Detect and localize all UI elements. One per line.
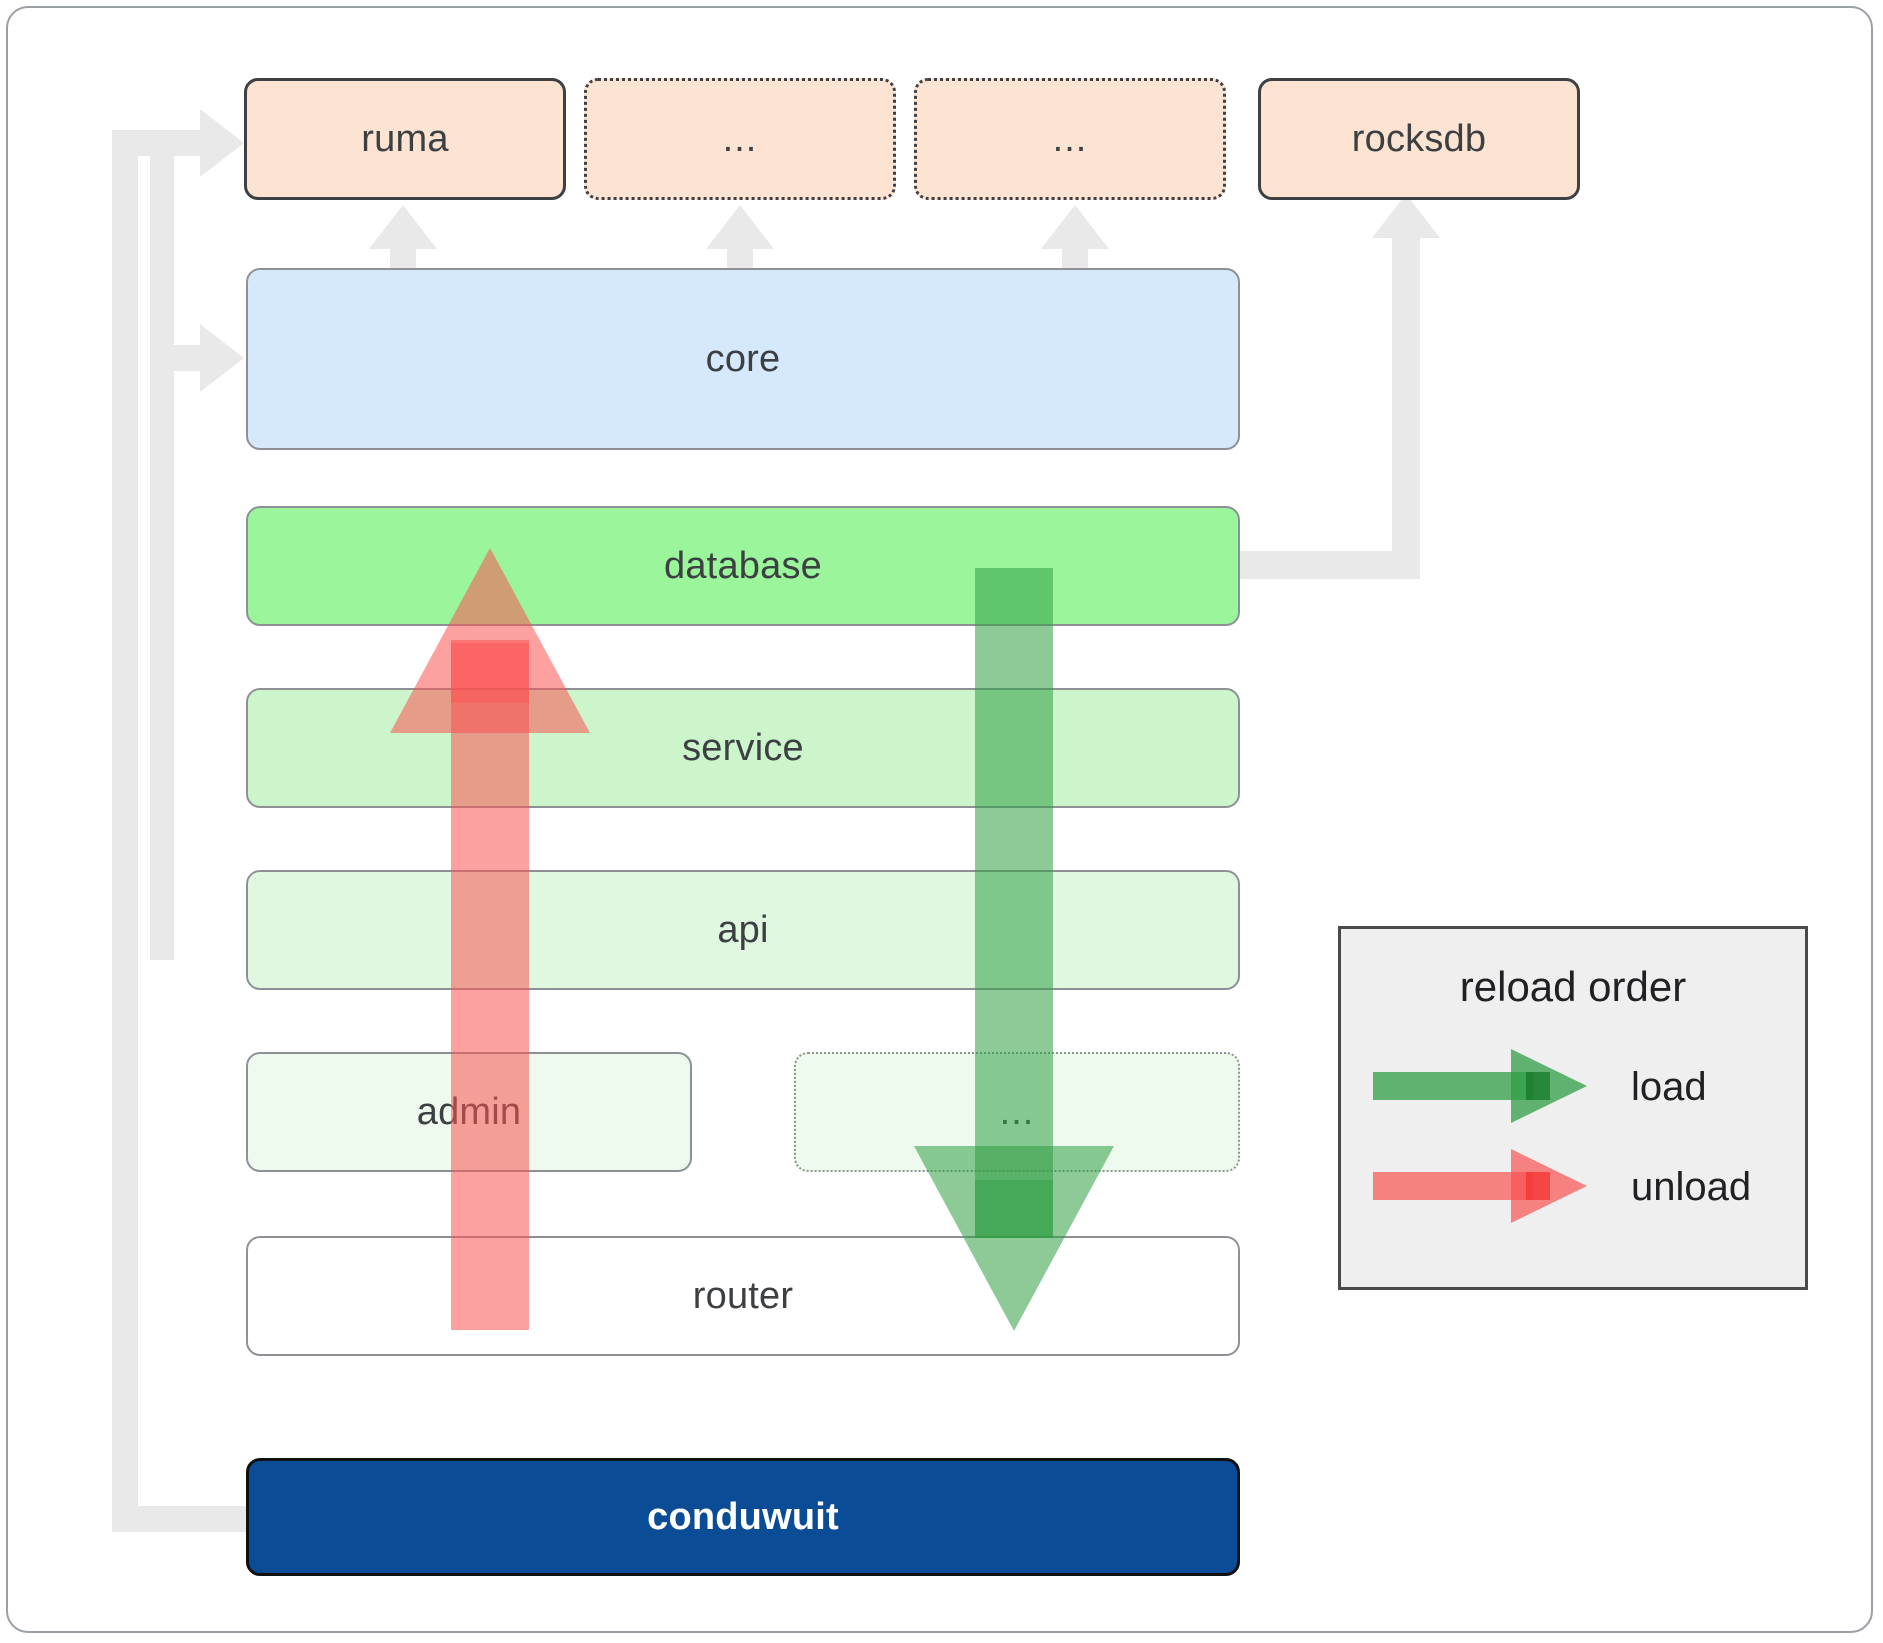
legend-panel: reload order load unload <box>1338 926 1808 1290</box>
node-router-label: router <box>692 1274 794 1317</box>
connector-trunk-inner-vertical <box>150 150 174 960</box>
diagram-frame <box>6 6 1873 1633</box>
connector-arrow-core-to-ruma <box>369 205 437 249</box>
connector-arrow-to-core <box>200 324 244 392</box>
flow-arrow-unload-shaft <box>451 640 529 1330</box>
node-service-label: service <box>682 726 804 769</box>
node-ellipsis-1[interactable]: ... <box>584 78 896 200</box>
legend-load-notch <box>1526 1072 1550 1100</box>
legend-title: reload order <box>1459 963 1687 1010</box>
node-ruma[interactable]: ruma <box>244 78 566 200</box>
node-rocksdb[interactable]: rocksdb <box>1258 78 1580 200</box>
node-ellipsis-2-label: ... <box>1052 117 1088 160</box>
flow-arrow-load-notch <box>975 1180 1053 1238</box>
legend-unload-label: unload <box>1631 1165 1752 1209</box>
node-core-label: core <box>705 337 781 380</box>
flow-arrow-unload-notch <box>451 643 529 703</box>
node-rocksdb-label: rocksdb <box>1351 117 1487 160</box>
connector-arrow-core-to-ellipsis2 <box>1041 205 1109 249</box>
node-ellipsis-2[interactable]: ... <box>914 78 1226 200</box>
node-conduwuit-label: conduwuit <box>647 1495 839 1538</box>
node-database-label: database <box>664 544 822 587</box>
flow-arrow-load-head <box>914 1146 1114 1331</box>
node-core[interactable]: core <box>246 268 1240 450</box>
flow-arrow-load-shaft <box>975 568 1053 1238</box>
connector-conduwuit-trunk-vertical <box>112 130 138 1532</box>
node-ellipsis-1-label: ... <box>722 117 758 160</box>
connector-arrow-to-ruma <box>200 109 244 177</box>
node-api-label: api <box>717 908 769 951</box>
connector-arrow-database-to-rocksdb <box>1372 194 1440 238</box>
flow-arrow-unload-head <box>390 548 590 733</box>
node-conduwuit[interactable]: conduwuit <box>246 1458 1240 1576</box>
legend-unload-shaft <box>1373 1172 1533 1200</box>
connector-database-to-rocksdb-horizontal <box>1228 551 1418 579</box>
connector-database-to-rocksdb-vertical <box>1392 216 1420 579</box>
legend-load-label: load <box>1631 1065 1707 1109</box>
legend-item-unload: unload <box>1341 929 1805 1287</box>
legend-unload-notch <box>1526 1172 1550 1200</box>
legend-item-load: load <box>1341 929 1805 1287</box>
node-ruma-label: ruma <box>361 117 449 160</box>
legend-load-shaft <box>1373 1072 1533 1100</box>
node-api[interactable]: api <box>246 870 1240 990</box>
connector-arrow-core-to-ellipsis1 <box>706 205 774 249</box>
